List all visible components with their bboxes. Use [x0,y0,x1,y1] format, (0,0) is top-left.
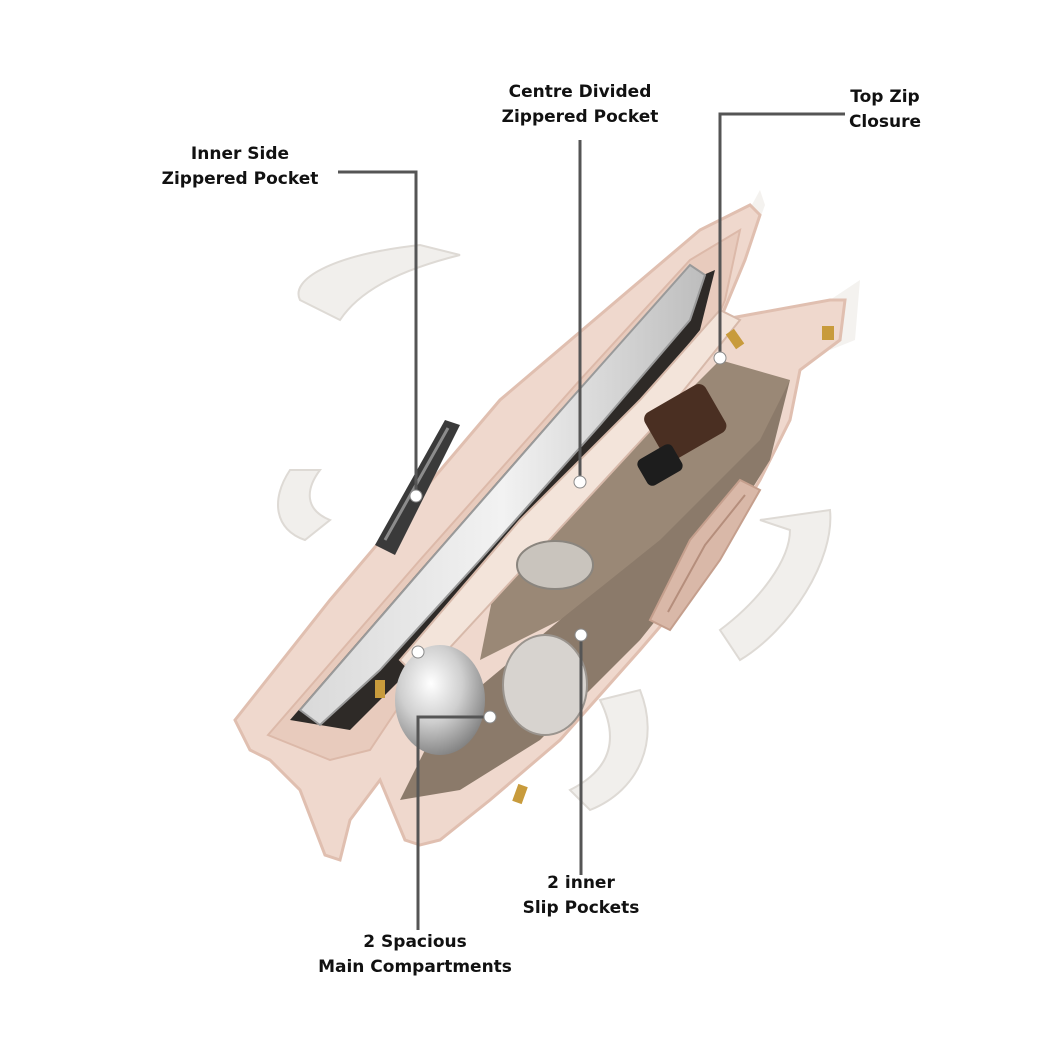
label-top-zip-closure: Top Zip Closure [820,85,950,135]
centre-divider [398,308,742,682]
callout-dot-inner-side [409,489,423,503]
label-inner-side-line1: Inner Side [190,144,290,164]
callout-dot-centre [573,475,587,489]
callout-dot-slip [574,628,588,642]
bag-hardware [375,326,834,805]
callout-line-top-zip [718,112,845,358]
label-slip-pockets: 2 inner Slip Pockets [486,871,676,921]
label-inner-side-line2: Zippered Pocket [161,169,319,189]
callout-lines [338,112,845,930]
callout-dots [409,351,727,724]
label-inner-side-pocket: Inner Side Zippered Pocket [140,142,340,192]
callout-dot-main-a [411,645,425,659]
callout-dot-top-zip [713,351,727,365]
callout-line-inner-side [338,170,418,496]
label-top-zip-line1: Top Zip [850,87,920,107]
label-slip-line1: 2 inner [547,873,615,893]
slip-pockets [648,478,762,632]
laptop [298,263,707,727]
label-slip-line2: Slip Pockets [522,898,640,918]
label-main-line2: Main Compartments [318,957,512,977]
callout-dot-main-b [483,710,497,724]
callout-line-main [416,715,490,930]
label-centre-divided-pocket: Centre Divided Zippered Pocket [480,80,680,130]
label-main-compartments: 2 Spacious Main Compartments [300,930,530,980]
label-centre-line1: Centre Divided [508,82,652,102]
bag-items [395,384,727,755]
label-top-zip-line2: Closure [848,112,922,132]
label-centre-line2: Zippered Pocket [501,107,659,127]
label-main-line1: 2 Spacious [363,932,467,952]
